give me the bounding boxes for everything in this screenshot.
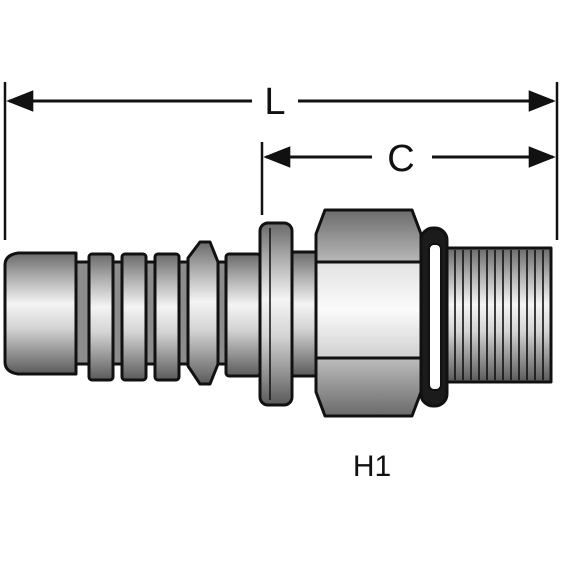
thread-lines <box>454 250 544 380</box>
shank <box>290 250 318 378</box>
hex-nut-middle <box>314 260 423 360</box>
stem-tip <box>3 251 78 376</box>
label-h1: H1 <box>353 450 391 483</box>
barb-2 <box>120 252 148 382</box>
label-c: C <box>387 138 414 180</box>
barb-4 <box>186 240 220 386</box>
stem-neck <box>224 252 262 378</box>
fitting-body <box>3 208 553 418</box>
dimension-c: C <box>260 138 556 215</box>
barb-3 <box>153 252 181 382</box>
dimension-l: L <box>3 81 559 240</box>
threaded-end <box>445 246 553 384</box>
barb-1 <box>87 252 115 382</box>
collar <box>258 221 294 407</box>
o-ring-inner <box>428 243 442 391</box>
hex-nut-top <box>314 208 423 264</box>
hex-nut-bottom <box>314 356 423 418</box>
label-l: L <box>264 81 285 123</box>
